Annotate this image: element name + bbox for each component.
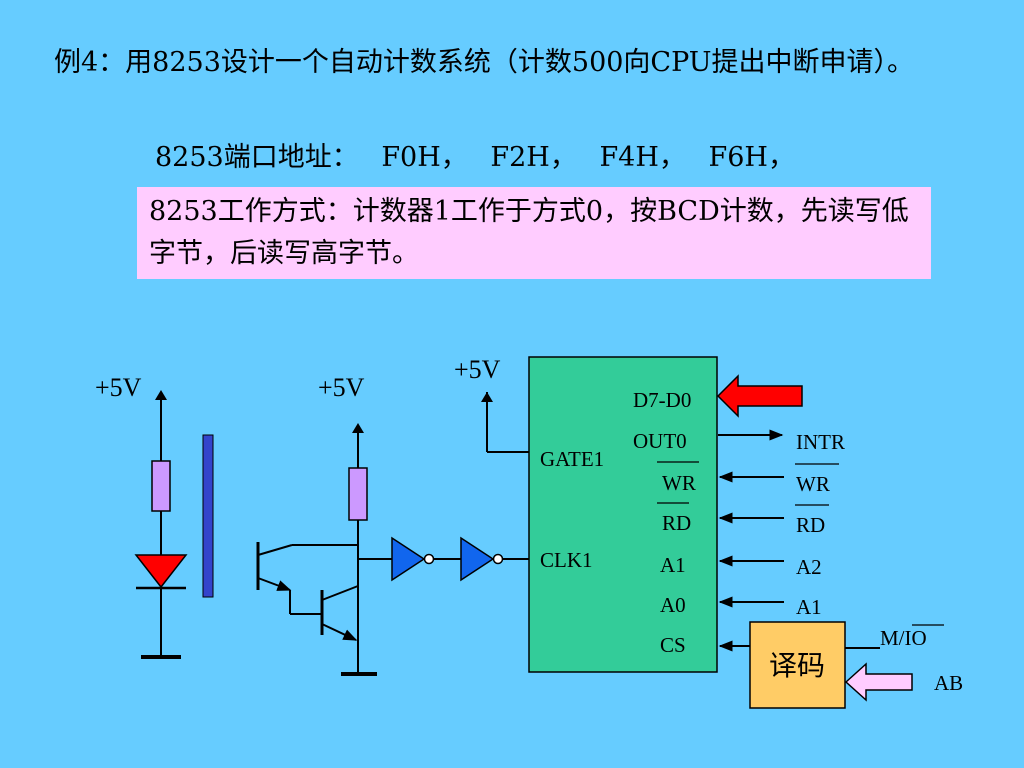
- pin-clk1: CLK1: [540, 548, 593, 572]
- led-icon: [134, 554, 188, 589]
- vcc-left-label: +5V: [95, 373, 142, 402]
- signal-mio: M/IO: [880, 626, 927, 650]
- gate-pullup: +5V: [454, 355, 529, 453]
- pin-a0: A0: [660, 593, 686, 617]
- signal-a2: A2: [796, 555, 822, 579]
- data-bus-arrow-icon: [716, 374, 803, 418]
- slide-title: 例4：用8253设计一个自动计数系统（计数500向CPU提出中断申请）。: [54, 47, 915, 78]
- address-bus-arrow-icon: [844, 662, 913, 702]
- decoder-label: 译码: [769, 651, 825, 682]
- pin-d7-d0: D7-D0: [633, 388, 691, 412]
- pin-a1: A1: [660, 553, 686, 577]
- q2-emitter: [321, 623, 358, 641]
- chip-8253: GATE1 CLK1 D7-D0 OUT0 WR RD A1 A0 CS: [528, 356, 718, 673]
- pin-rd: RD: [662, 511, 691, 535]
- led-branch: +5V: [95, 373, 188, 659]
- port-address-3: F6H，: [708, 142, 795, 173]
- inverter-chain: [358, 536, 529, 582]
- port-address-label: 8253端口地址：: [155, 142, 359, 173]
- vcc-gate-arrow: [481, 392, 493, 402]
- inverter-2-icon: [460, 536, 495, 582]
- decoder-block: 译码 M/IO AB: [749, 621, 963, 709]
- signal-rd: RD: [796, 513, 825, 537]
- pin-out0: OUT0: [633, 429, 687, 453]
- port-address-1: F2H，: [490, 142, 577, 173]
- vcc-gate-label: +5V: [454, 355, 501, 384]
- vcc-mid-arrow: [352, 423, 364, 433]
- bus-connections: INTR WR RD A2 A1: [718, 429, 845, 652]
- pin-gate1: GATE1: [540, 447, 604, 471]
- inverter-2-bubble: [492, 553, 504, 565]
- inverter-1-bubble: [423, 553, 435, 565]
- q2-collector: [321, 585, 359, 601]
- work-mode-box: 8253工作方式：计数器1工作于方式0，按BCD计数，先读写低字节，后读写高字节…: [137, 187, 931, 279]
- pullup-resistor: [348, 467, 368, 521]
- port-address-line: 8253端口地址： F0H， F2H， F4H， F6H，: [155, 138, 809, 178]
- chip-8253-body: [528, 356, 718, 673]
- phototransistor-branch: +5V: [256, 373, 377, 676]
- port-address-2: F4H，: [599, 142, 686, 173]
- q1-emitter: [257, 577, 292, 591]
- signal-ab: AB: [934, 671, 963, 695]
- port-address-0: F0H，: [381, 142, 468, 173]
- vcc-mid-label: +5V: [318, 373, 365, 402]
- light-barrier-bar: [202, 434, 214, 598]
- signal-intr: INTR: [796, 430, 845, 454]
- inverter-1-icon: [391, 536, 426, 582]
- decoder-box: [749, 621, 846, 709]
- pin-wr: WR: [662, 471, 696, 495]
- signal-a1: A1: [796, 595, 822, 619]
- vcc-left-arrow: [155, 390, 167, 400]
- q1-collector: [257, 544, 293, 556]
- pin-cs: CS: [660, 633, 686, 657]
- signal-wr: WR: [796, 472, 830, 496]
- led-resistor: [151, 460, 171, 512]
